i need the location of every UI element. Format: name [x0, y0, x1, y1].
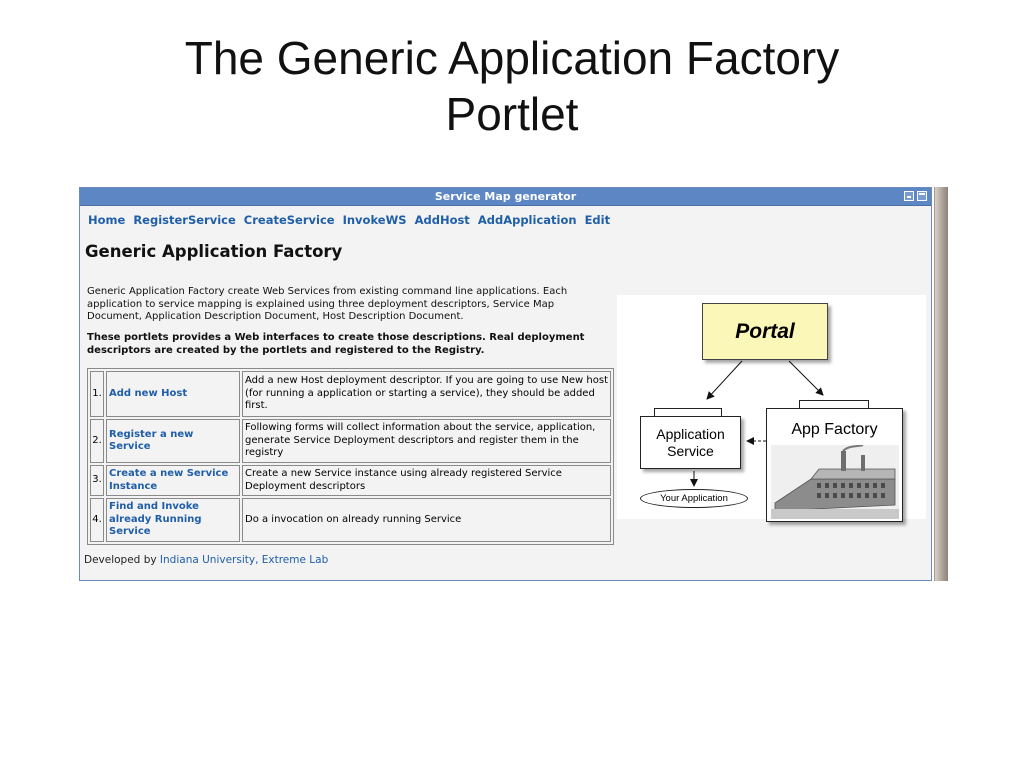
description-bold-text: These portlets provides a Web interfaces…	[87, 332, 585, 356]
nav-addhost-link[interactable]: AddHost	[414, 213, 470, 227]
table-row: 1. Add new Host Add a new Host deploymen…	[90, 371, 611, 417]
nav-createservice-link[interactable]: CreateService	[243, 213, 335, 227]
row-number: 4.	[90, 498, 104, 542]
portal-box: Portal	[702, 303, 828, 360]
slide-title-line1: The Generic Application Factory	[184, 32, 840, 84]
portlet-window: Service Map generator Home RegisterServi…	[79, 187, 932, 581]
nav-addapplication-link[interactable]: AddApplication	[477, 213, 577, 227]
row-description: Following forms will collect information…	[242, 419, 611, 463]
indiana-university-link[interactable]: Indiana University, Extreme Lab	[159, 554, 329, 566]
tasks-table: 1. Add new Host Add a new Host deploymen…	[87, 368, 614, 545]
add-new-host-link[interactable]: Add new Host	[106, 371, 240, 417]
nav-edit-link[interactable]: Edit	[584, 213, 611, 227]
factory-building-image	[771, 445, 899, 519]
app-factory-box: App Factory	[766, 408, 903, 522]
your-application-ellipse: Your Application	[640, 489, 748, 508]
row-description: Create a new Service instance using alre…	[242, 465, 611, 496]
portlet-heading: Generic Application Factory	[85, 242, 343, 261]
minimize-icon[interactable]	[904, 191, 914, 201]
create-service-instance-link[interactable]: Create a new Service Instance	[106, 465, 240, 496]
row-description: Add a new Host deployment descriptor. If…	[242, 371, 611, 417]
diagram-arrows	[690, 360, 824, 487]
portal-to-appservice-arrow	[706, 360, 743, 400]
nav-home-link[interactable]: Home	[88, 213, 126, 227]
table-row: 2. Register a new Service Following form…	[90, 419, 611, 463]
portlet-nav: Home RegisterService CreateService Invok…	[88, 213, 614, 227]
portlet-footer: Developed by Indiana University, Extreme…	[84, 554, 328, 566]
appservice-line2: Service	[667, 442, 714, 459]
window-edge-decoration	[934, 187, 948, 581]
application-service-box: Application Service	[640, 416, 741, 469]
maximize-icon[interactable]	[917, 191, 927, 201]
portlet-titlebar: Service Map generator	[80, 188, 931, 206]
slide-title: The Generic Application Factory Portlet	[0, 30, 1024, 142]
appservice-line1: Application	[656, 425, 725, 442]
footer-prefix: Developed by	[84, 554, 157, 566]
portal-to-appfactory-arrow	[788, 360, 824, 396]
window-controls	[904, 191, 927, 201]
register-service-link[interactable]: Register a new Service	[106, 419, 240, 463]
nav-registerservice-link[interactable]: RegisterService	[133, 213, 236, 227]
table-row: 4. Find and Invoke already Running Servi…	[90, 498, 611, 542]
architecture-diagram: Portal Application Service App Factory	[617, 295, 926, 522]
appfactory-tab	[799, 400, 869, 409]
slide-title-line2: Portlet	[445, 88, 579, 140]
row-number: 3.	[90, 465, 104, 496]
row-description: Do a invocation on already running Servi…	[242, 498, 611, 542]
description-text: Generic Application Factory create Web S…	[87, 286, 568, 322]
appservice-tab	[654, 408, 722, 417]
row-number: 1.	[90, 371, 104, 417]
app-factory-label: App Factory	[791, 421, 878, 438]
portlet-window-title: Service Map generator	[434, 190, 577, 203]
row-number: 2.	[90, 419, 104, 463]
find-invoke-service-link[interactable]: Find and Invoke already Running Service	[106, 498, 240, 542]
table-row: 3. Create a new Service Instance Create …	[90, 465, 611, 496]
nav-invokews-link[interactable]: InvokeWS	[342, 213, 407, 227]
